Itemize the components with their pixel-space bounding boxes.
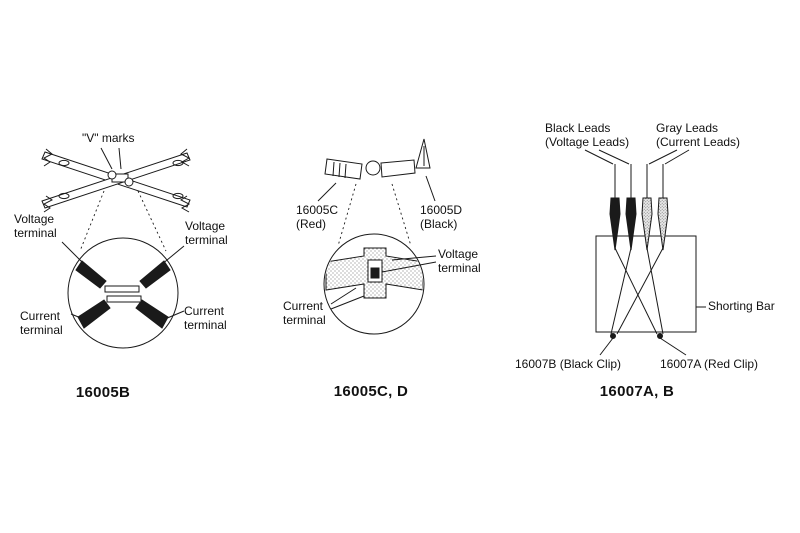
black-clip-point — [610, 333, 616, 339]
v-marks-label: "V" marks — [82, 131, 135, 145]
voltage-terminal-shape — [75, 260, 107, 289]
diagram-16005cd — [317, 138, 437, 335]
v-marks-leader — [118, 147, 122, 170]
jaw-teeth — [180, 148, 191, 167]
terminal-contact — [370, 267, 380, 279]
shorting-bar-shape — [595, 235, 697, 333]
gray-lead-plug — [657, 197, 669, 251]
diagram-16005b — [41, 147, 191, 349]
current-terminal-shape — [135, 299, 169, 329]
model-16005c-red-label: 16005C (Red) — [296, 203, 339, 232]
caption-16005cd: 16005C, D — [333, 383, 409, 400]
jaw-teeth — [180, 195, 191, 213]
v-marks-leader — [100, 147, 113, 170]
model-16005d-black-label: 16005D (Black) — [420, 203, 463, 232]
black-lead-plug — [625, 197, 637, 251]
current-terminal-shape — [77, 299, 111, 329]
diagram-16007ab — [584, 149, 706, 356]
black-lead-plug — [609, 197, 621, 251]
red-clip-label: 16007A (Red Clip) — [660, 357, 759, 371]
jaw-teeth — [43, 195, 53, 213]
red-clip-point — [657, 333, 663, 339]
black-clip-label: 16007B (Black Clip) — [515, 357, 622, 371]
shorting-bar-label: Shorting Bar — [708, 299, 775, 313]
magnifier-16005cd — [323, 233, 425, 335]
tweezer-probe-drawing — [324, 138, 431, 180]
kelvin-clip-drawing — [41, 148, 191, 213]
magnifier-16005b — [67, 237, 179, 349]
black-leads-label: Black Leads (Voltage Leads) — [545, 121, 630, 150]
jaw-teeth — [43, 148, 53, 167]
voltage-terminal-shape — [139, 260, 171, 289]
voltage-terminal-mid-label: Voltage terminal — [438, 247, 481, 276]
current-terminal-right-label: Current terminal — [184, 304, 227, 333]
caption-16005b: 16005B — [75, 384, 131, 401]
probe-tip — [415, 138, 431, 169]
current-terminal-mid-label: Current terminal — [283, 299, 326, 328]
voltage-terminal-right-label: Voltage terminal — [185, 219, 228, 248]
caption-16007ab: 16007A, B — [599, 383, 675, 400]
current-terminal-left-label: Current terminal — [20, 309, 63, 338]
voltage-terminal-left-label: Voltage terminal — [14, 212, 57, 241]
gray-leads-label: Gray Leads (Current Leads) — [656, 121, 741, 150]
gray-lead-plug — [641, 197, 653, 251]
